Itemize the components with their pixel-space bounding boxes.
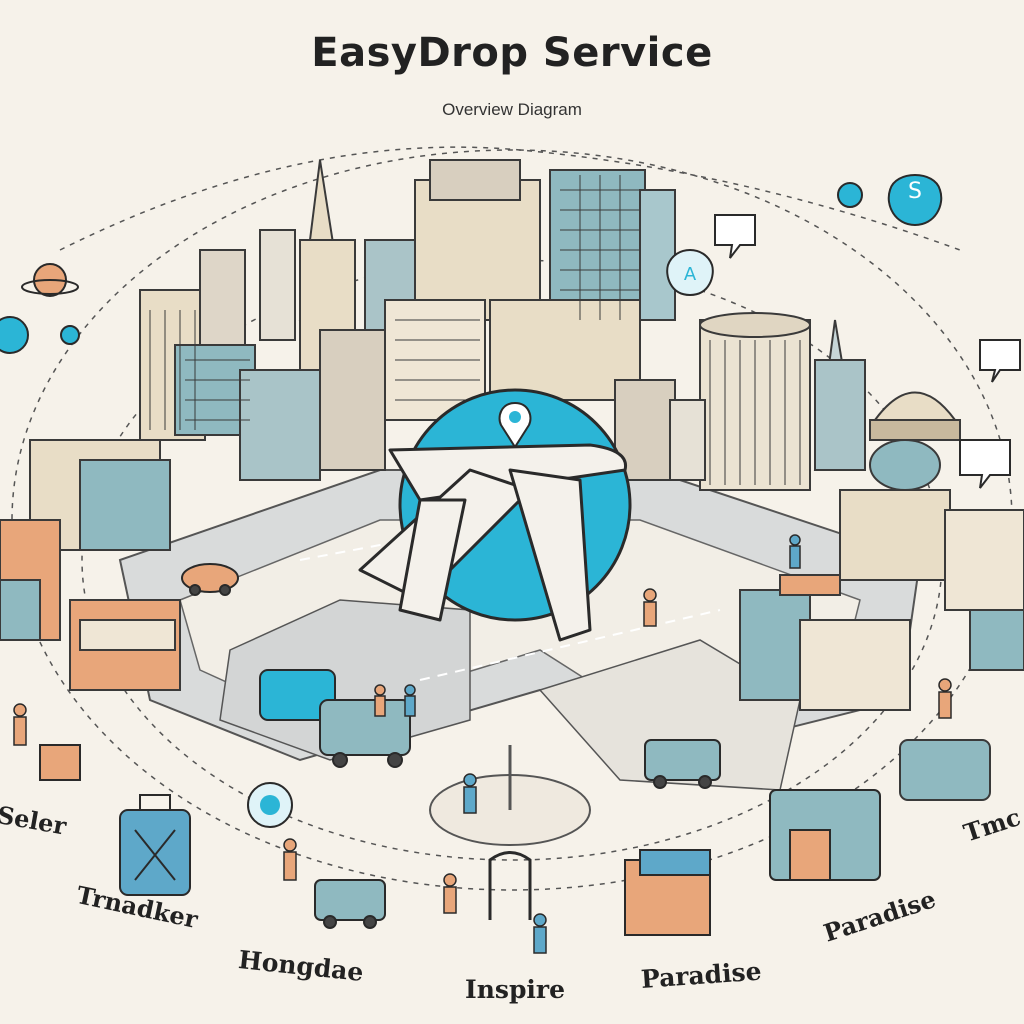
car-icon xyxy=(181,563,239,596)
planet-icon xyxy=(21,263,79,297)
airport-hub xyxy=(358,388,632,642)
district-buildings xyxy=(0,439,1024,801)
suitcase-icon xyxy=(119,794,191,896)
travelers xyxy=(13,534,952,954)
location-pin-icon xyxy=(0,182,863,828)
diagram-title: EasyDrop Service xyxy=(311,30,713,76)
a-pin-icon: A xyxy=(666,249,714,297)
map-markers: S A xyxy=(0,174,1021,828)
chat-bubble-icon xyxy=(714,214,1021,489)
delivery-van-icon xyxy=(314,739,721,929)
label-inspire: Inspire xyxy=(465,975,565,1004)
dollar-pin-icon: S xyxy=(887,174,943,227)
svg-text:S: S xyxy=(908,179,922,204)
bus-icon xyxy=(259,669,411,768)
building-windows xyxy=(149,175,801,485)
luggage-items xyxy=(39,744,881,936)
airplane-icon xyxy=(358,443,628,642)
cargo-box-icon xyxy=(39,744,881,936)
svg-text:A: A xyxy=(684,264,697,285)
diagram-subtitle: Overview Diagram xyxy=(442,100,582,119)
delivery-vehicles xyxy=(181,563,721,929)
gateway-arch xyxy=(488,851,532,920)
